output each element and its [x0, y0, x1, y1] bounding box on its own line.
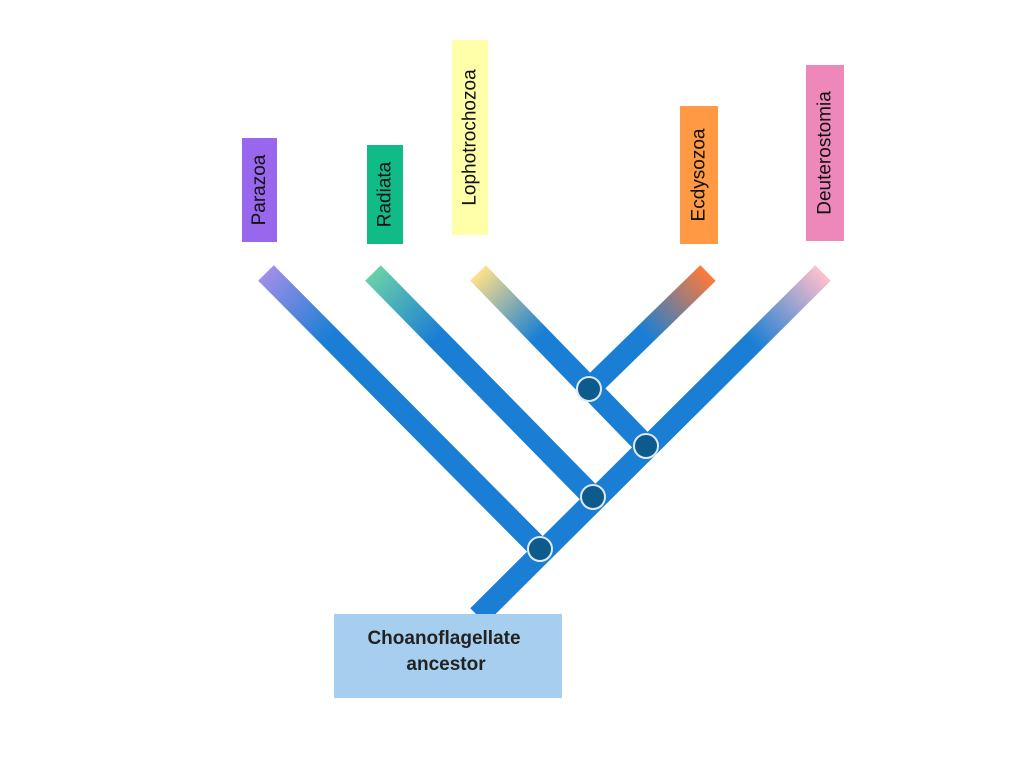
clade-label-text: Deuterostomia	[815, 91, 836, 215]
branch-lophotrochozoa	[470, 265, 654, 454]
branch-ecdysozoa	[581, 265, 716, 397]
branch-parazoa	[258, 265, 548, 557]
branch-radiata	[365, 265, 601, 505]
clade-label-lophotrochozoa: Lophotrochozoa	[452, 40, 488, 235]
root-label-line2: ancestor	[406, 654, 486, 675]
clade-label-parazoa: Parazoa	[242, 138, 277, 242]
clade-label-text: Radiata	[375, 161, 396, 227]
clade-label-text: Parazoa	[249, 154, 270, 225]
clade-label-deuterostomia: Deuterostomia	[806, 65, 844, 241]
root-label-line1: Choanoflagellate	[367, 628, 520, 649]
node-protostomia	[576, 376, 602, 402]
node-bilateria	[633, 433, 659, 459]
root-ancestor: Choanoflagellate ancestor	[334, 614, 562, 698]
clade-label-ecdysozoa: Ecdysozoa	[680, 106, 718, 244]
clade-label-text: Lophotrochozoa	[460, 69, 481, 206]
node-eumetazoa	[580, 484, 606, 510]
clade-label-radiata: Radiata	[367, 145, 403, 244]
clade-label-text: Ecdysozoa	[689, 128, 710, 221]
node-metazoa	[527, 536, 553, 562]
